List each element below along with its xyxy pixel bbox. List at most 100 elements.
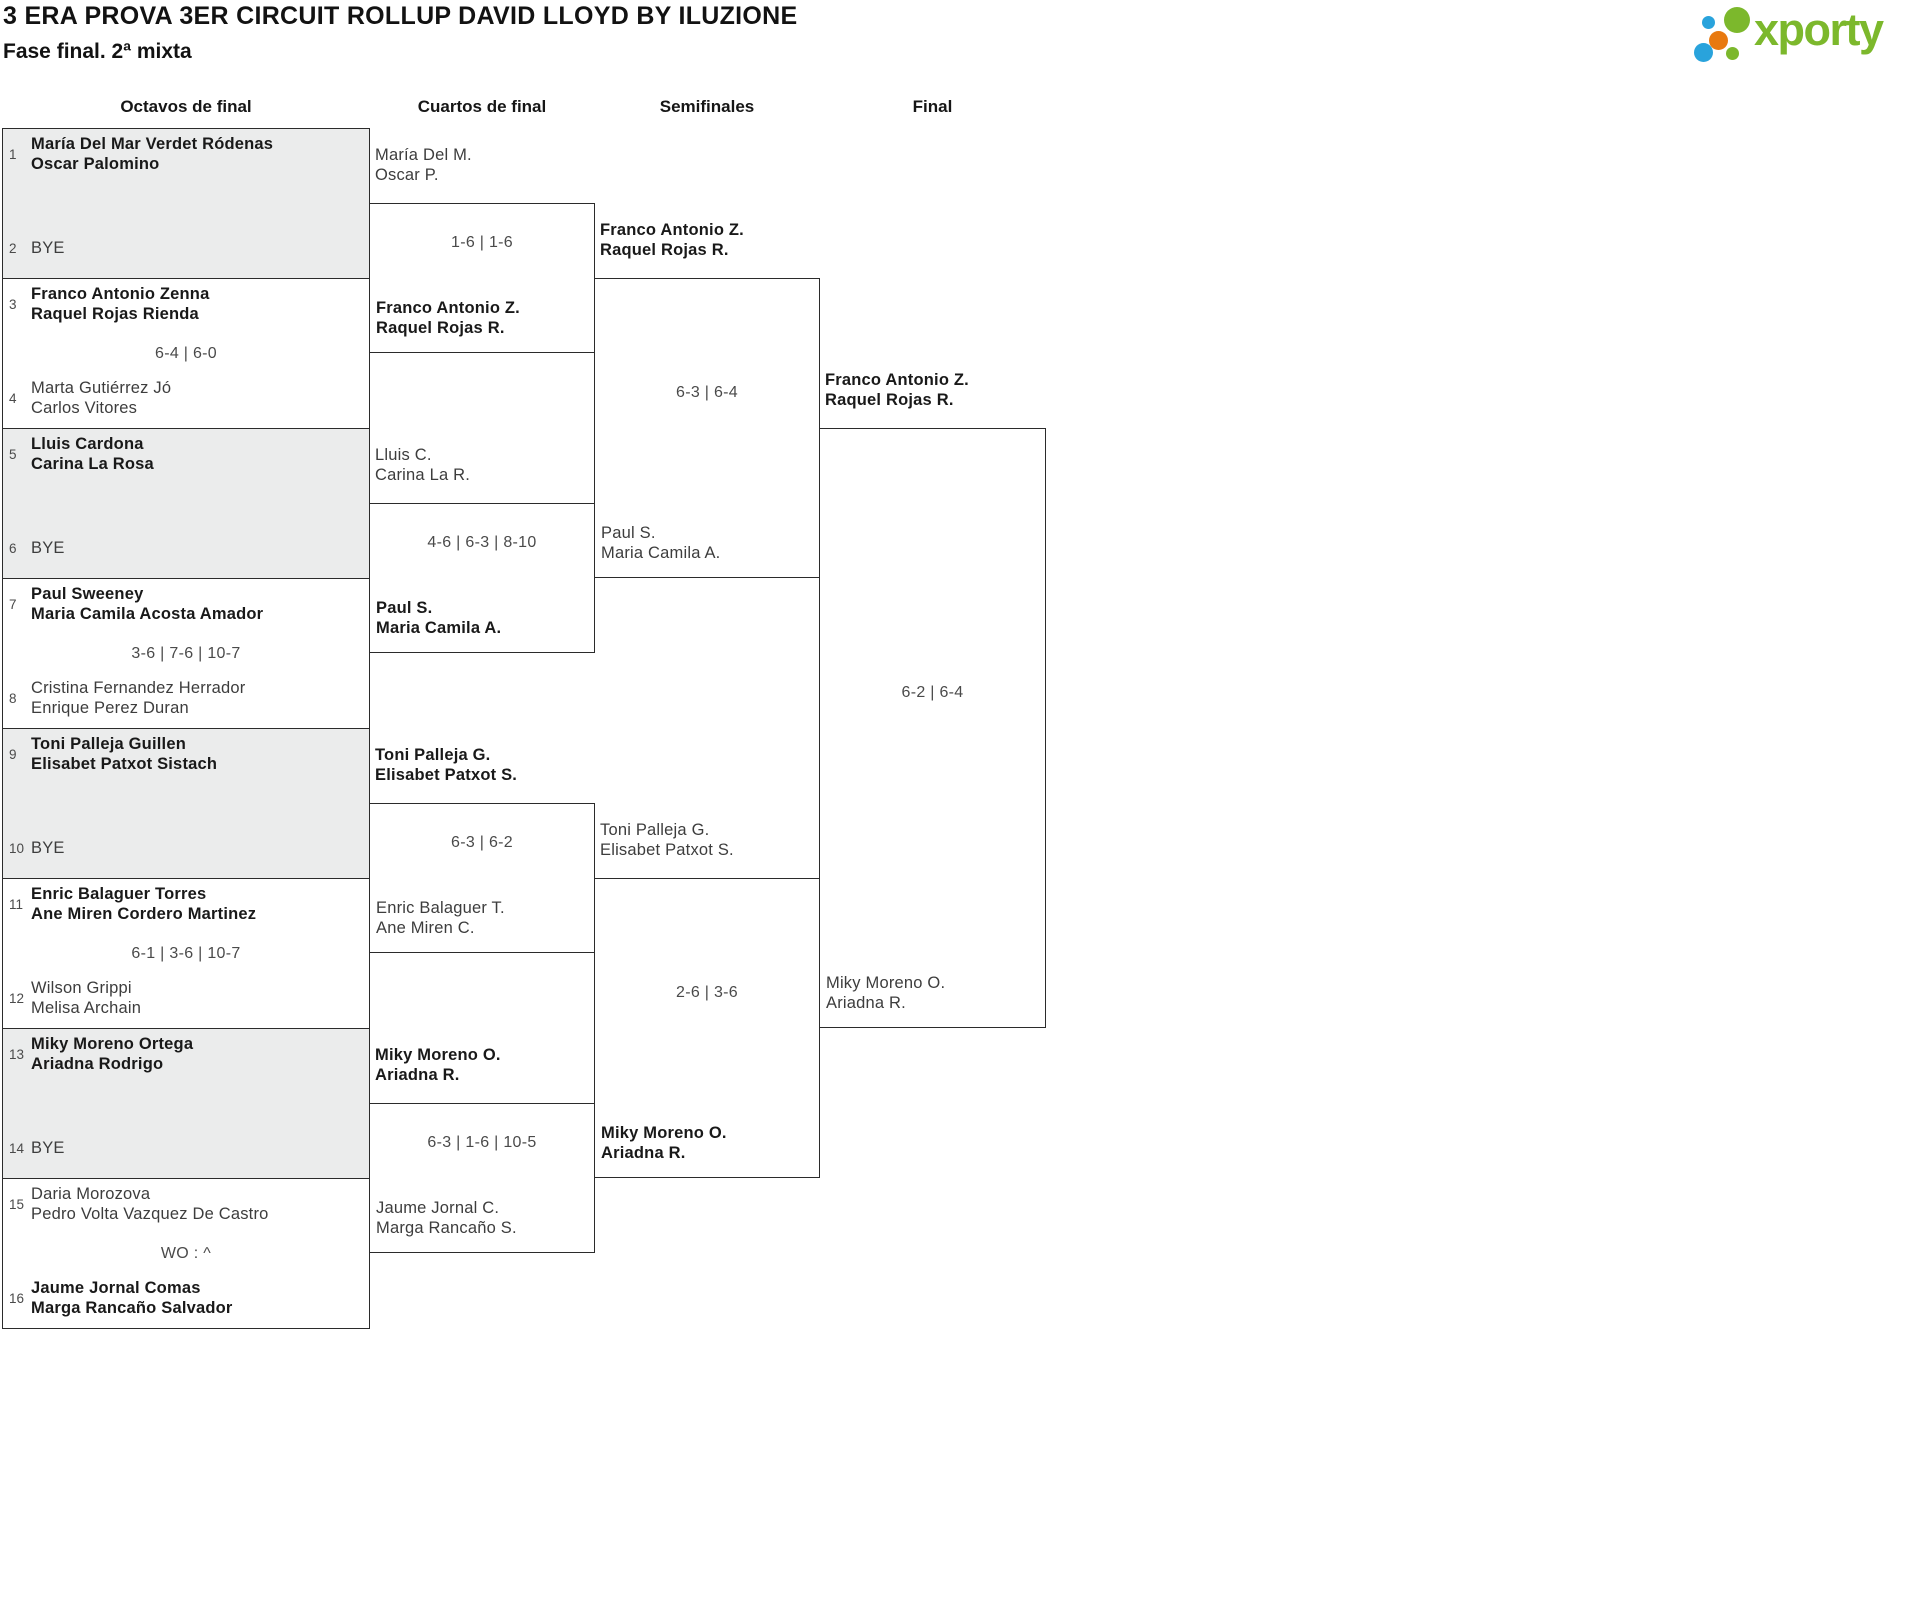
player-name: Elisabet Patxot S. bbox=[600, 841, 734, 859]
player-name: Raquel Rojas R. bbox=[376, 319, 505, 337]
qf-match-2-team-b[interactable]: Paul S. Maria Camila A. bbox=[376, 598, 501, 638]
team-entry[interactable]: 9 Toni Palleja Guillen Elisabet Patxot S… bbox=[9, 734, 365, 774]
player-name: Miky Moreno O. bbox=[826, 974, 946, 992]
bye-label: BYE bbox=[31, 539, 65, 557]
qf-match-1-team-a[interactable]: María Del M. Oscar P. bbox=[375, 145, 472, 185]
qf-match-3-box: 6-3 | 6-2 Enric Balaguer T. Ane Miren C. bbox=[369, 803, 595, 953]
player-name: Oscar P. bbox=[375, 166, 439, 184]
qf-match-2-team-a[interactable]: Lluis C. Carina La R. bbox=[375, 445, 470, 485]
match-score: 6-1 | 3-6 | 10-7 bbox=[131, 945, 241, 962]
player-name: Daria Morozova bbox=[31, 1185, 151, 1203]
qf-match-4-box: 6-3 | 1-6 | 10-5 Jaume Jornal C. Marga R… bbox=[369, 1103, 595, 1253]
player-name: Paul S. bbox=[601, 524, 656, 542]
player-name: Maria Camila A. bbox=[601, 544, 721, 562]
sf-match-1-team-a[interactable]: Franco Antonio Z. Raquel Rojas R. bbox=[600, 220, 744, 260]
team-entry[interactable]: 14 BYE bbox=[9, 1138, 365, 1158]
team-entry[interactable]: 11 Enric Balaguer Torres Ane Miren Corde… bbox=[9, 884, 365, 924]
player-name: Wilson Grippi bbox=[31, 979, 132, 997]
team-entry[interactable]: 3 Franco Antonio Zenna Raquel Rojas Rien… bbox=[9, 284, 365, 324]
team-entry[interactable]: 4 Marta Gutiérrez Jó Carlos Vitores bbox=[9, 378, 365, 418]
seed-number: 5 bbox=[9, 446, 17, 462]
bye-label: BYE bbox=[31, 239, 65, 257]
octavos-match-7: 13 Miky Moreno Ortega Ariadna Rodrigo 14… bbox=[2, 1028, 370, 1179]
qf-match-3-team-a[interactable]: Toni Palleja G. Elisabet Patxot S. bbox=[375, 745, 517, 785]
player-name: Maria Camila Acosta Amador bbox=[31, 605, 264, 623]
match-score: 6-3 | 1-6 | 10-5 bbox=[427, 1134, 537, 1151]
player-name: Raquel Rojas R. bbox=[600, 241, 729, 259]
team-entry[interactable]: 7 Paul Sweeney Maria Camila Acosta Amado… bbox=[9, 584, 365, 624]
player-name: Jaume Jornal C. bbox=[376, 1199, 500, 1217]
octavos-match-1: 1 María Del Mar Verdet Ródenas Oscar Pal… bbox=[2, 128, 370, 279]
player-name: Jaume Jornal Comas bbox=[31, 1279, 201, 1297]
player-name: Franco Antonio Z. bbox=[825, 371, 969, 389]
match-score: 1-6 | 1-6 bbox=[451, 234, 513, 251]
player-name: Toni Palleja G. bbox=[375, 746, 491, 764]
player-name: Paul Sweeney bbox=[31, 585, 144, 603]
team-entry[interactable]: 1 María Del Mar Verdet Ródenas Oscar Pal… bbox=[9, 134, 365, 174]
player-name: Lluis Cardona bbox=[31, 435, 144, 453]
team-entry[interactable]: 16 Jaume Jornal Comas Marga Rancaño Salv… bbox=[9, 1278, 365, 1318]
player-name: Miky Moreno Ortega bbox=[31, 1035, 194, 1053]
player-name: Ariadna R. bbox=[375, 1066, 460, 1084]
player-name: Elisabet Patxot Sistach bbox=[31, 755, 218, 773]
qf-match-4-team-b[interactable]: Jaume Jornal C. Marga Rancaño S. bbox=[376, 1198, 517, 1238]
match-score: 6-4 | 6-0 bbox=[155, 345, 217, 362]
logo-dot-green-small bbox=[1726, 47, 1739, 60]
player-name: María Del Mar Verdet Ródenas bbox=[31, 135, 274, 153]
logo-dot-orange bbox=[1709, 31, 1728, 50]
final-team-a[interactable]: Franco Antonio Z. Raquel Rojas R. bbox=[825, 370, 969, 410]
seed-number: 12 bbox=[9, 990, 25, 1006]
team-entry[interactable]: 10 BYE bbox=[9, 838, 365, 858]
match-score: WO : ^ bbox=[160, 1245, 212, 1262]
match-score: 3-6 | 7-6 | 10-7 bbox=[131, 645, 241, 662]
sf-match-2-team-b[interactable]: Miky Moreno O. Ariadna R. bbox=[601, 1123, 727, 1163]
match-score: 4-6 | 6-3 | 8-10 bbox=[427, 534, 537, 551]
seed-number: 8 bbox=[9, 690, 17, 706]
player-name: Elisabet Patxot S. bbox=[375, 766, 518, 784]
xporty-logo[interactable]: xporty bbox=[1680, 0, 1920, 80]
player-name: Paul S. bbox=[376, 599, 433, 617]
player-name: Maria Camila A. bbox=[376, 619, 502, 637]
team-entry[interactable]: 13 Miky Moreno Ortega Ariadna Rodrigo bbox=[9, 1034, 365, 1074]
final-team-b[interactable]: Miky Moreno O. Ariadna R. bbox=[826, 973, 945, 1013]
sf-match-2-box: 2-6 | 3-6 Miky Moreno O. Ariadna R. bbox=[594, 878, 820, 1178]
qf-match-3-team-b[interactable]: Enric Balaguer T. Ane Miren C. bbox=[376, 898, 505, 938]
player-name: Ariadna Rodrigo bbox=[31, 1055, 164, 1073]
seed-number: 4 bbox=[9, 390, 17, 406]
seed-number: 10 bbox=[9, 840, 25, 856]
octavos-match-8: 15 Daria Morozova Pedro Volta Vazquez De… bbox=[2, 1178, 370, 1329]
team-entry[interactable]: 5 Lluis Cardona Carina La Rosa bbox=[9, 434, 365, 474]
octavos-match-2: 3 Franco Antonio Zenna Raquel Rojas Rien… bbox=[2, 278, 370, 429]
logo-dot-green-large bbox=[1724, 7, 1750, 33]
player-name: Marta Gutiérrez Jó bbox=[31, 379, 172, 397]
player-name: Pedro Volta Vazquez De Castro bbox=[31, 1205, 269, 1223]
team-entry[interactable]: 6 BYE bbox=[9, 538, 365, 558]
player-name: Toni Palleja Guillen bbox=[31, 735, 186, 753]
sf-match-1-box: 6-3 | 6-4 Paul S. Maria Camila A. bbox=[594, 278, 820, 578]
seed-number: 9 bbox=[9, 746, 17, 762]
team-entry[interactable]: 2 BYE bbox=[9, 238, 365, 258]
sf-match-2-team-a[interactable]: Toni Palleja G. Elisabet Patxot S. bbox=[600, 820, 734, 860]
seed-number: 11 bbox=[9, 896, 24, 912]
round-header-final: Final bbox=[912, 97, 953, 116]
sf-match-1-team-b[interactable]: Paul S. Maria Camila A. bbox=[601, 523, 720, 563]
qf-match-1-team-b[interactable]: Franco Antonio Z. Raquel Rojas R. bbox=[376, 298, 520, 338]
seed-number: 15 bbox=[9, 1196, 25, 1212]
page-subtitle: Fase final. 2ª mixta bbox=[3, 40, 192, 63]
team-entry[interactable]: 8 Cristina Fernandez Herrador Enrique Pe… bbox=[9, 678, 365, 718]
octavos-match-5: 9 Toni Palleja Guillen Elisabet Patxot S… bbox=[2, 728, 370, 879]
team-entry[interactable]: 12 Wilson Grippi Melisa Archain bbox=[9, 978, 365, 1018]
player-name: Miky Moreno O. bbox=[601, 1124, 727, 1142]
player-name: Lluis C. bbox=[375, 446, 432, 464]
player-name: Franco Antonio Z. bbox=[376, 299, 520, 317]
match-score: 2-6 | 3-6 bbox=[676, 984, 738, 1001]
logo-dot-blue-small bbox=[1702, 16, 1715, 29]
player-name: Carina La R. bbox=[375, 466, 471, 484]
octavos-match-4: 7 Paul Sweeney Maria Camila Acosta Amado… bbox=[2, 578, 370, 729]
qf-match-4-team-a[interactable]: Miky Moreno O. Ariadna R. bbox=[375, 1045, 501, 1085]
octavos-match-6: 11 Enric Balaguer Torres Ane Miren Corde… bbox=[2, 878, 370, 1029]
player-name: Franco Antonio Zenna bbox=[31, 285, 210, 303]
team-entry[interactable]: 15 Daria Morozova Pedro Volta Vazquez De… bbox=[9, 1184, 365, 1224]
qf-match-2-box: 4-6 | 6-3 | 8-10 Paul S. Maria Camila A. bbox=[369, 503, 595, 653]
